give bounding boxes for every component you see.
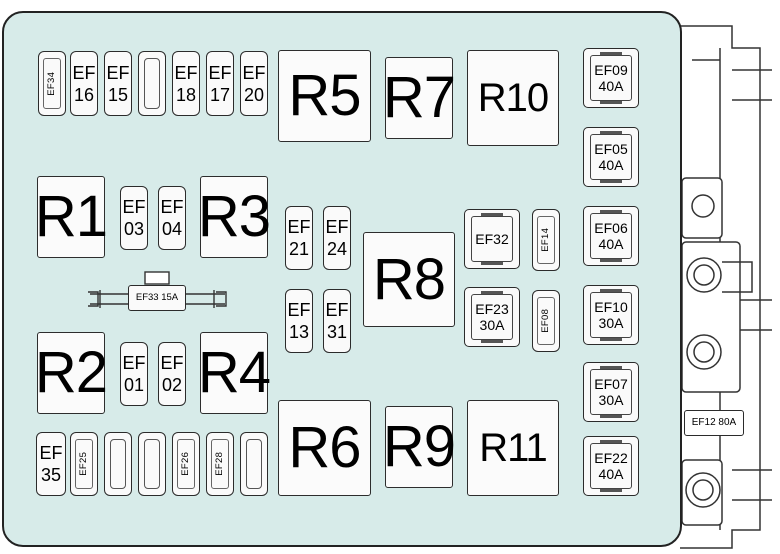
relay-r6: R6 <box>278 400 371 496</box>
relay-r6-label: R6 <box>288 415 361 480</box>
relay-r5: R5 <box>278 50 371 142</box>
fuse-slot-empty <box>138 432 166 496</box>
fuse-ef28: EF28 <box>206 432 234 496</box>
fuse-ef02-label: EF 02 <box>160 353 184 395</box>
fuse-ef32: EF32 <box>464 209 520 269</box>
fuse-ef17: EF 17 <box>206 51 234 116</box>
fuse-ef23: EF23 30A <box>464 287 520 347</box>
fuse-ef05-label: EF05 40A <box>594 141 628 173</box>
relay-r8: R8 <box>363 232 455 327</box>
fuse-ef03: EF 03 <box>120 186 148 250</box>
relay-r9-label: R9 <box>382 414 456 479</box>
fuse-ef31-label: EF 31 <box>325 300 349 342</box>
fuse-ef31: EF 31 <box>323 289 351 353</box>
fuse-ef24-label: EF 24 <box>325 217 349 259</box>
fuse-ef22-label: EF22 40A <box>594 450 628 482</box>
fuse-ef06-label: EF06 40A <box>594 220 628 252</box>
fuse-ef04: EF 04 <box>158 186 186 250</box>
fuse-ef26: EF26 <box>172 432 200 496</box>
relay-r1: R1 <box>34 176 108 258</box>
relay-r10: R10 <box>467 50 559 146</box>
relay-r8-label: R8 <box>372 246 446 312</box>
fuse-ef15-label: EF 15 <box>106 62 130 105</box>
fuse-ef21: EF 21 <box>285 206 313 270</box>
relay-r9: R9 <box>382 406 456 488</box>
relay-r11-label: R11 <box>479 426 547 470</box>
fuse-ef04-label: EF 04 <box>160 197 184 239</box>
fuse-ef25-label: EF25 <box>78 452 90 476</box>
fuse-ef24: EF 24 <box>323 206 351 270</box>
fuse-ef33: EF33 15A <box>128 285 186 311</box>
relay-r2-label: R2 <box>34 340 108 405</box>
relay-r3: R3 <box>197 176 271 258</box>
fuse-ef14: EF14 <box>532 209 560 271</box>
fuse-ef15: EF 15 <box>104 51 132 116</box>
relay-r5-label: R5 <box>288 63 361 128</box>
fuse-ef09-label: EF09 40A <box>594 62 628 94</box>
relay-r4: R4 <box>197 332 271 414</box>
fuse-ef03-label: EF 03 <box>122 197 146 239</box>
fuse-ef02: EF 02 <box>158 342 186 406</box>
fuse-ef35-label: EF 35 <box>39 443 63 485</box>
relay-r11: R11 <box>467 400 559 496</box>
relay-r2: R2 <box>34 332 108 414</box>
fuse-ef10-label: EF10 30A <box>594 299 628 331</box>
relay-r7-label: R7 <box>382 65 456 130</box>
fuse-ef21-label: EF 21 <box>287 217 311 259</box>
fuse-ef18-label: EF 18 <box>174 62 198 105</box>
fuse-ef23-label: EF23 30A <box>475 301 509 333</box>
fuse-ef01: EF 01 <box>120 342 148 406</box>
relay-r10-label: R10 <box>477 76 549 120</box>
fuse-ef01-label: EF 01 <box>122 353 146 395</box>
relay-r4-label: R4 <box>197 340 271 405</box>
fuse-ef10: EF10 30A <box>583 285 639 345</box>
fuse-ef18: EF 18 <box>172 51 200 116</box>
fuse-slot-empty <box>138 51 166 116</box>
fuse-ef17-label: EF 17 <box>208 62 232 105</box>
fuse-ef35: EF 35 <box>36 432 66 496</box>
fuse-ef12-label: EF12 80A <box>691 417 737 428</box>
fuse-slot-empty <box>240 432 268 496</box>
relay-r1-label: R1 <box>34 184 108 249</box>
relay-r3-label: R3 <box>197 184 271 249</box>
fuse-ef07-label: EF07 30A <box>594 376 628 408</box>
relay-r7: R7 <box>382 57 456 139</box>
fuse-ef09: EF09 40A <box>583 48 639 108</box>
fuse-ef22: EF22 40A <box>583 436 639 496</box>
fuse-ef14-label: EF14 <box>540 228 552 252</box>
fuse-ef13-label: EF 13 <box>287 300 311 342</box>
fuse-ef34: EF34 <box>38 51 66 116</box>
fuse-ef16: EF 16 <box>70 51 98 116</box>
fuse-ef16-label: EF 16 <box>72 62 96 105</box>
fuse-ef20: EF 20 <box>240 51 268 116</box>
fuse-ef33-label: EF33 15A <box>135 292 179 304</box>
fuse-ef20-label: EF 20 <box>242 62 266 105</box>
fuse-ef13: EF 13 <box>285 289 313 353</box>
fuse-ef07: EF07 30A <box>583 362 639 422</box>
fuse-ef06: EF06 40A <box>583 206 639 266</box>
ef33-leads <box>88 271 227 308</box>
fuse-ef28-label: EF28 <box>214 452 226 476</box>
fuse-ef08-label: EF08 <box>540 309 552 333</box>
fuse-ef25: EF25 <box>70 432 98 496</box>
fuse-ef05: EF05 40A <box>583 127 639 187</box>
fuse-ef26-label: EF26 <box>180 452 192 476</box>
fuse-ef12: EF12 80A <box>684 410 744 436</box>
fuse-slot-empty <box>104 432 132 496</box>
fuse-ef32-label: EF32 <box>475 231 509 247</box>
fuse-ef34-label: EF34 <box>46 71 58 96</box>
fuse-ef08: EF08 <box>532 290 560 352</box>
